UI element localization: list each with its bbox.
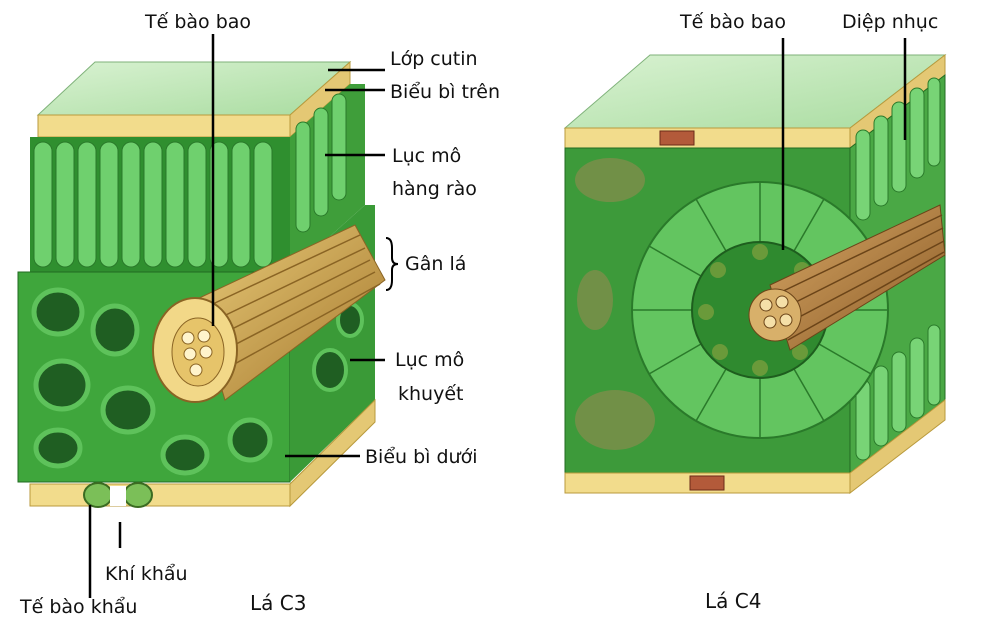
c4-stoma-bottom: [690, 476, 724, 490]
label-stoma: Khí khẩu: [105, 563, 188, 585]
c4-upper-epidermis: [565, 128, 850, 148]
caption-leaf-c3: Lá C3: [250, 591, 306, 615]
label-palisade-line1: Lục mô: [392, 145, 461, 167]
label-c3-bundle-sheath: Tế bào bao: [144, 11, 251, 33]
label-spongy-line1: Lục mô: [395, 349, 464, 371]
label-vein: Gân lá: [405, 253, 466, 275]
label-c4-bundle-sheath: Tế bào bao: [679, 11, 786, 33]
label-c4-mesophyll: Diệp nhục: [842, 11, 938, 33]
c4-xylem: [749, 289, 801, 341]
c3-stoma: [84, 483, 152, 507]
leaf-c4-block: [565, 55, 945, 493]
c4-stoma-top: [660, 131, 694, 145]
c3-lower-epidermis: [30, 484, 290, 506]
label-spongy-line2: khuyết: [398, 383, 463, 405]
leaf-c3-block: [18, 62, 385, 507]
label-cuticle: Lớp cutin: [390, 48, 478, 70]
caption-leaf-c4: Lá C4: [705, 589, 761, 613]
c3-upper-epidermis: [38, 115, 290, 137]
label-palisade-line2: hàng rào: [392, 178, 477, 200]
label-lower-epidermis: Biểu bì dưới: [365, 446, 477, 468]
label-upper-epidermis: Biểu bì trên: [390, 81, 500, 103]
c3-palisade-cells: [34, 142, 272, 267]
label-guard-cell: Tế bào khẩu: [19, 596, 137, 618]
